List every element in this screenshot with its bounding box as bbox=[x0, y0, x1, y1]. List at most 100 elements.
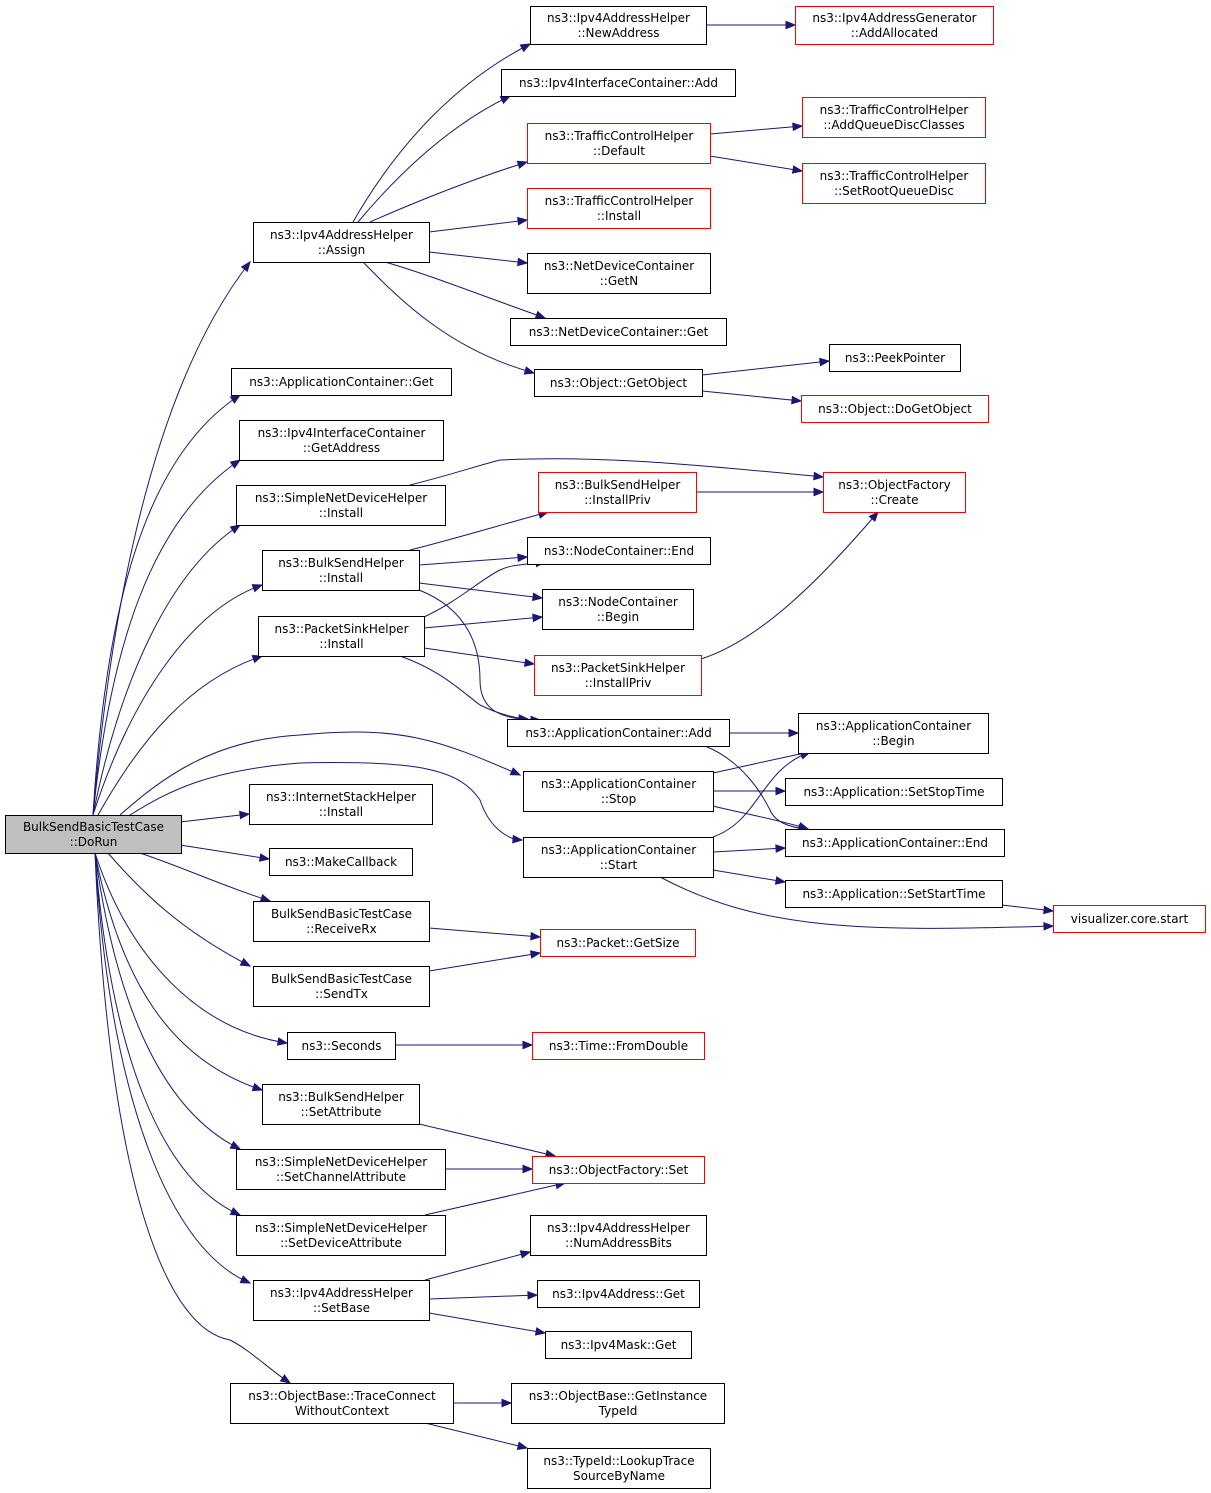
node-setStartTime[interactable]: ns3::Application::SetStartTime bbox=[785, 880, 1003, 908]
edge-line bbox=[701, 390, 802, 402]
node-box bbox=[532, 1032, 705, 1060]
edge-arrowhead bbox=[259, 893, 272, 903]
node-setDeviceAttr[interactable]: ns3::SimpleNetDeviceHelper::SetDeviceAtt… bbox=[236, 1215, 446, 1256]
edge-line bbox=[409, 511, 549, 551]
node-sinkInstallPriv[interactable]: ns3::PacketSinkHelper::InstallPriv bbox=[534, 655, 702, 696]
edge-arrowhead bbox=[522, 1164, 534, 1174]
node-doGetObject[interactable]: ns3::Object::DoGetObject bbox=[801, 395, 989, 423]
node-bulkSetAttr[interactable]: ns3::BulkSendHelper::SetAttribute bbox=[262, 1084, 420, 1125]
edge-line bbox=[352, 43, 531, 223]
edge-line bbox=[179, 844, 270, 860]
node-ipv4AddrGet[interactable]: ns3::Ipv4Address::Get bbox=[537, 1280, 700, 1308]
node-getAddress[interactable]: ns3::Ipv4InterfaceContainer::GetAddress bbox=[239, 420, 444, 461]
edge-receiveRx-to-packetGetSize bbox=[428, 927, 542, 941]
node-seconds[interactable]: ns3::Seconds bbox=[287, 1032, 396, 1060]
node-internetInstall[interactable]: ns3::InternetStackHelper::Install bbox=[249, 784, 433, 825]
node-ncBegin[interactable]: ns3::NodeContainer::Begin bbox=[542, 589, 694, 630]
node-ofSet[interactable]: ns3::ObjectFactory::Set bbox=[532, 1156, 705, 1184]
edge-line bbox=[712, 751, 811, 774]
node-box bbox=[540, 929, 696, 957]
node-label: ::Begin bbox=[872, 734, 914, 748]
node-tcInstall[interactable]: ns3::TrafficControlHelper::Install bbox=[527, 188, 711, 229]
node-appStart[interactable]: ns3::ApplicationContainer::Start bbox=[523, 837, 714, 878]
node-sinkInstall[interactable]: ns3::PacketSinkHelper::Install bbox=[258, 616, 425, 657]
node-getObject[interactable]: ns3::Object::GetObject bbox=[534, 369, 703, 397]
edge-appStart-to-appEnd bbox=[712, 844, 787, 853]
node-numAddressBits[interactable]: ns3::Ipv4AddressHelper::NumAddressBits bbox=[530, 1215, 707, 1256]
node-appAdd[interactable]: ns3::ApplicationContainer::Add bbox=[507, 719, 730, 747]
edge-setBase-to-ipv4AddrGet bbox=[428, 1291, 539, 1300]
node-label: ::Begin bbox=[597, 610, 639, 624]
edge-root-to-makeCallback bbox=[179, 844, 271, 862]
node-peekPointer[interactable]: ns3::PeekPointer bbox=[829, 344, 961, 372]
node-appBegin[interactable]: ns3::ApplicationContainer::Begin bbox=[798, 713, 989, 754]
edge-assign-to-newAddress bbox=[352, 43, 532, 223]
edge-assign-to-tcInstall bbox=[428, 216, 529, 233]
node-timeFromDouble[interactable]: ns3::Time::FromDouble bbox=[532, 1032, 705, 1060]
edge-arrowhead bbox=[516, 160, 529, 170]
node-simpleInstall[interactable]: ns3::SimpleNetDeviceHelper::Install bbox=[236, 485, 446, 526]
edge-arrowhead bbox=[229, 459, 242, 469]
node-setChannelAttr[interactable]: ns3::SimpleNetDeviceHelper::SetChannelAt… bbox=[236, 1149, 446, 1190]
node-packetGetSize[interactable]: ns3::Packet::GetSize bbox=[540, 929, 696, 957]
node-ofCreate[interactable]: ns3::ObjectFactory::Create bbox=[823, 472, 966, 513]
node-receiveRx[interactable]: BulkSendBasicTestCase::ReceiveRx bbox=[253, 901, 430, 942]
edge-line bbox=[423, 561, 546, 618]
node-appContainerGet[interactable]: ns3::ApplicationContainer::Get bbox=[231, 368, 452, 396]
edge-arrowhead bbox=[239, 957, 252, 967]
edge-line bbox=[92, 394, 241, 816]
node-appStop[interactable]: ns3::ApplicationContainer::Stop bbox=[523, 771, 714, 812]
edge-root-to-setChannelAttr bbox=[94, 852, 242, 1150]
edge-sinkInstallPriv-to-ofCreate bbox=[700, 510, 879, 660]
edge-line bbox=[712, 847, 786, 853]
edge-line bbox=[384, 261, 546, 319]
edge-line bbox=[92, 524, 241, 816]
node-setRootQueueDisc[interactable]: ns3::TrafficControlHelper::SetRootQueueD… bbox=[802, 163, 986, 204]
edge-root-to-sinkInstall bbox=[97, 654, 264, 816]
node-root[interactable]: BulkSendBasicTestCase::DoRun bbox=[5, 815, 182, 854]
node-addAllocated[interactable]: ns3::Ipv4AddressGenerator::AddAllocated bbox=[795, 6, 994, 45]
node-makeCallback[interactable]: ns3::MakeCallback bbox=[269, 848, 413, 876]
edge-line bbox=[659, 876, 1054, 929]
edge-line bbox=[712, 805, 809, 830]
node-addQueueDiscClasses[interactable]: ns3::TrafficControlHelper::AddQueueDiscC… bbox=[802, 97, 986, 138]
node-box bbox=[534, 655, 702, 696]
node-box bbox=[545, 1331, 692, 1359]
node-label: ns3::TrafficControlHelper bbox=[820, 103, 969, 117]
edge-line bbox=[428, 927, 541, 938]
node-box bbox=[253, 966, 430, 1007]
node-box bbox=[262, 550, 420, 591]
node-newAddress[interactable]: ns3::Ipv4AddressHelper::NewAddress bbox=[530, 6, 707, 45]
node-vizStart[interactable]: visualizer.core.start bbox=[1053, 905, 1206, 933]
edge-arrowhead bbox=[1043, 921, 1055, 931]
node-setStopTime[interactable]: ns3::Application::SetStopTime bbox=[785, 778, 1003, 806]
node-ifaceAdd[interactable]: ns3::Ipv4InterfaceContainer::Add bbox=[501, 69, 736, 97]
node-label: ::Create bbox=[871, 493, 919, 507]
node-traceConnect[interactable]: ns3::ObjectBase::TraceConnectWithoutCont… bbox=[230, 1383, 454, 1424]
node-setBase[interactable]: ns3::Ipv4AddressHelper::SetBase bbox=[253, 1280, 430, 1321]
node-ipv4MaskGet[interactable]: ns3::Ipv4Mask::Get bbox=[545, 1331, 692, 1359]
node-label: ::AddAllocated bbox=[851, 26, 938, 40]
edge-arrowhead bbox=[509, 767, 522, 776]
node-appEnd[interactable]: ns3::ApplicationContainer::End bbox=[785, 829, 1005, 857]
node-ndcGet[interactable]: ns3::NetDeviceContainer::Get bbox=[510, 318, 727, 346]
edge-root-to-receiveRx bbox=[139, 852, 272, 903]
node-bulkInstallPriv[interactable]: ns3::BulkSendHelper::InstallPriv bbox=[538, 472, 697, 513]
edge-line bbox=[94, 852, 241, 1150]
node-ncEnd[interactable]: ns3::NodeContainer::End bbox=[527, 537, 711, 565]
node-assign[interactable]: ns3::Ipv4AddressHelper::Assign bbox=[253, 222, 430, 263]
node-box bbox=[530, 6, 707, 45]
node-bulkInstall[interactable]: ns3::BulkSendHelper::Install bbox=[262, 550, 420, 591]
edge-line bbox=[418, 1123, 556, 1157]
edge-bulkInstall-to-ncBegin bbox=[418, 582, 544, 602]
node-box bbox=[530, 1215, 707, 1256]
node-tcDefault[interactable]: ns3::TrafficControlHelper::Default bbox=[527, 123, 711, 164]
node-box bbox=[258, 616, 425, 657]
edge-appStop-to-setStopTime bbox=[713, 786, 787, 796]
node-label: BulkSendBasicTestCase bbox=[271, 907, 412, 921]
node-sendTx[interactable]: BulkSendBasicTestCase::SendTx bbox=[253, 966, 430, 1007]
node-ndcGetN[interactable]: ns3::NetDeviceContainer::GetN bbox=[527, 253, 711, 294]
node-box bbox=[511, 1383, 725, 1424]
